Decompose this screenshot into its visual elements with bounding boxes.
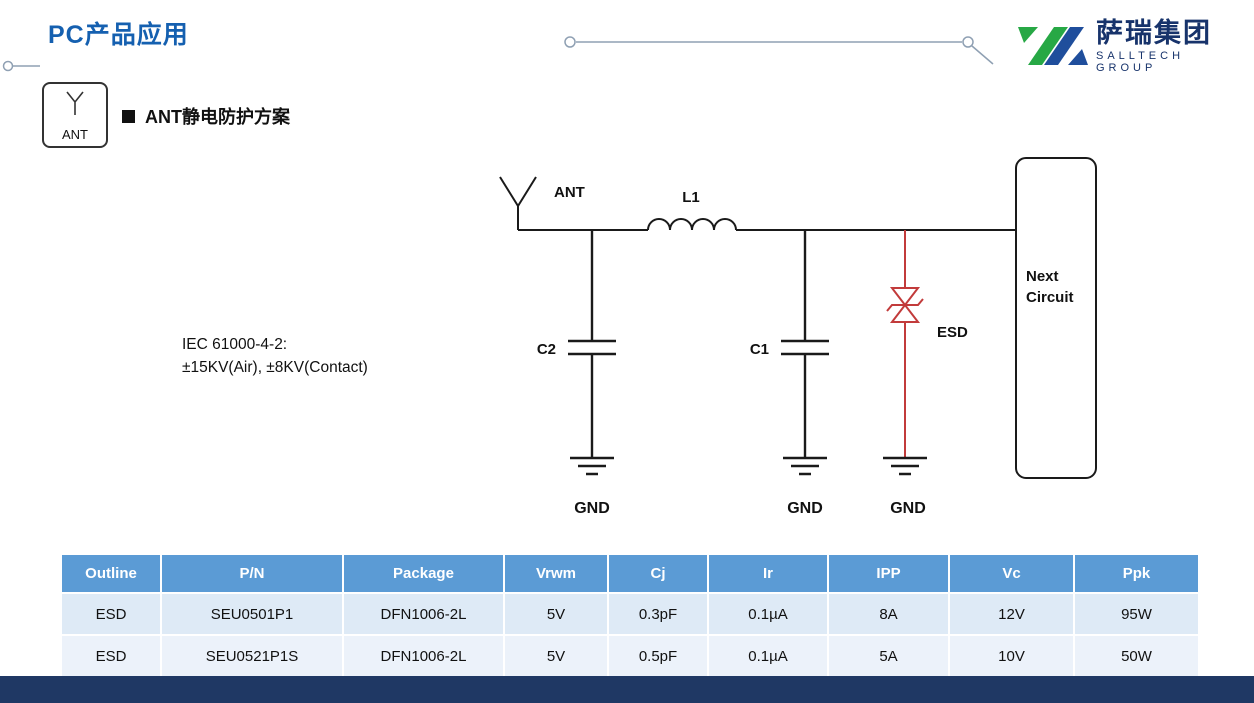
iec-note: IEC 61000-4-2: ±15KV(Air), ±8KV(Contact) — [182, 333, 368, 379]
iec-note-line1: IEC 61000-4-2: — [182, 336, 288, 353]
capacitor-c1-label: C1 — [750, 341, 769, 358]
table-cell: ESD — [60, 634, 162, 678]
gnd-label-3: GND — [890, 500, 926, 517]
capacitor-c2-symbol — [568, 230, 616, 458]
capacitor-c2-label: C2 — [537, 341, 556, 358]
left-edge-connector — [2, 60, 40, 72]
table-cell: 0.5pF — [607, 634, 709, 678]
ground-symbol-2 — [783, 456, 827, 476]
table-cell: DFN1006-2L — [342, 592, 505, 636]
table-header-row: Outline P/N Package Vrwm Cj Ir IPP Vc Pp… — [60, 553, 1200, 594]
table-cell: 0.1µA — [707, 634, 829, 678]
section-heading-text: ANT静电防护方案 — [145, 107, 290, 127]
table-header-cell: Vrwm — [503, 553, 609, 594]
logo: 萨瑞集团 SALLTECH GROUP — [1016, 18, 1236, 74]
table-cell: 50W — [1073, 634, 1200, 678]
logo-mark-icon — [1018, 27, 1088, 65]
table-cell: 8A — [827, 592, 950, 636]
tvs-diode-symbol — [886, 230, 924, 458]
table-header-cell: P/N — [160, 553, 344, 594]
table-header-cell: Vc — [948, 553, 1075, 594]
header-connector-line — [564, 36, 994, 65]
footer-bar — [0, 676, 1254, 703]
table-cell: 5V — [503, 592, 609, 636]
inductor-symbol — [647, 218, 737, 231]
table-row: ESD SEU0501P1 DFN1006-2L 5V 0.3pF 0.1µA … — [60, 592, 1200, 636]
bullet-square-icon — [122, 109, 135, 123]
logo-subtitle: SALLTECH GROUP — [1096, 50, 1185, 74]
next-circuit-box — [1015, 157, 1097, 479]
antenna-symbol — [499, 176, 537, 230]
iec-note-line2: ±15KV(Air), ±8KV(Contact) — [182, 359, 368, 376]
next-circuit-label-line1: Next — [1026, 268, 1059, 285]
table-cell: 12V — [948, 592, 1075, 636]
table-cell: DFN1006-2L — [342, 634, 505, 678]
table-cell: 0.3pF — [607, 592, 709, 636]
table-header-cell: Package — [342, 553, 505, 594]
antenna-label: ANT — [554, 184, 585, 201]
ant-badge: ANT — [42, 82, 108, 148]
table-cell: 5A — [827, 634, 950, 678]
page-title: PC产品应用 — [48, 21, 189, 49]
table-cell: SEU0501P1 — [160, 592, 344, 636]
inductor-label: L1 — [682, 189, 700, 206]
table-cell: 5V — [503, 634, 609, 678]
next-circuit-label-line2: Circuit — [1026, 289, 1074, 306]
table-header-cell: IPP — [827, 553, 950, 594]
table-header-cell: Cj — [607, 553, 709, 594]
gnd-label-2: GND — [787, 500, 823, 517]
ant-badge-label: ANT — [62, 127, 88, 142]
table-header-cell: Outline — [60, 553, 162, 594]
capacitor-c1-symbol — [781, 230, 829, 458]
section-heading: ANT静电防护方案 — [122, 103, 290, 129]
logo-text: 萨瑞集团 SALLTECH GROUP — [1096, 18, 1236, 74]
table-cell: ESD — [60, 592, 162, 636]
parts-table: Outline P/N Package Vrwm Cj Ir IPP Vc Pp… — [60, 553, 1200, 678]
gnd-label-1: GND — [574, 500, 610, 517]
table-cell: 95W — [1073, 592, 1200, 636]
ground-symbol-1 — [570, 456, 614, 476]
table-cell: 10V — [948, 634, 1075, 678]
table-header-cell: Ppk — [1073, 553, 1200, 594]
antenna-icon — [66, 91, 84, 115]
ground-symbol-3 — [883, 456, 927, 476]
table-cell: SEU0521P1S — [160, 634, 344, 678]
esd-label: ESD — [937, 324, 968, 341]
table-cell: 0.1µA — [707, 592, 829, 636]
logo-name: 萨瑞集团 — [1096, 18, 1212, 48]
table-row: ESD SEU0521P1S DFN1006-2L 5V 0.5pF 0.1µA… — [60, 634, 1200, 678]
table-header-cell: Ir — [707, 553, 829, 594]
